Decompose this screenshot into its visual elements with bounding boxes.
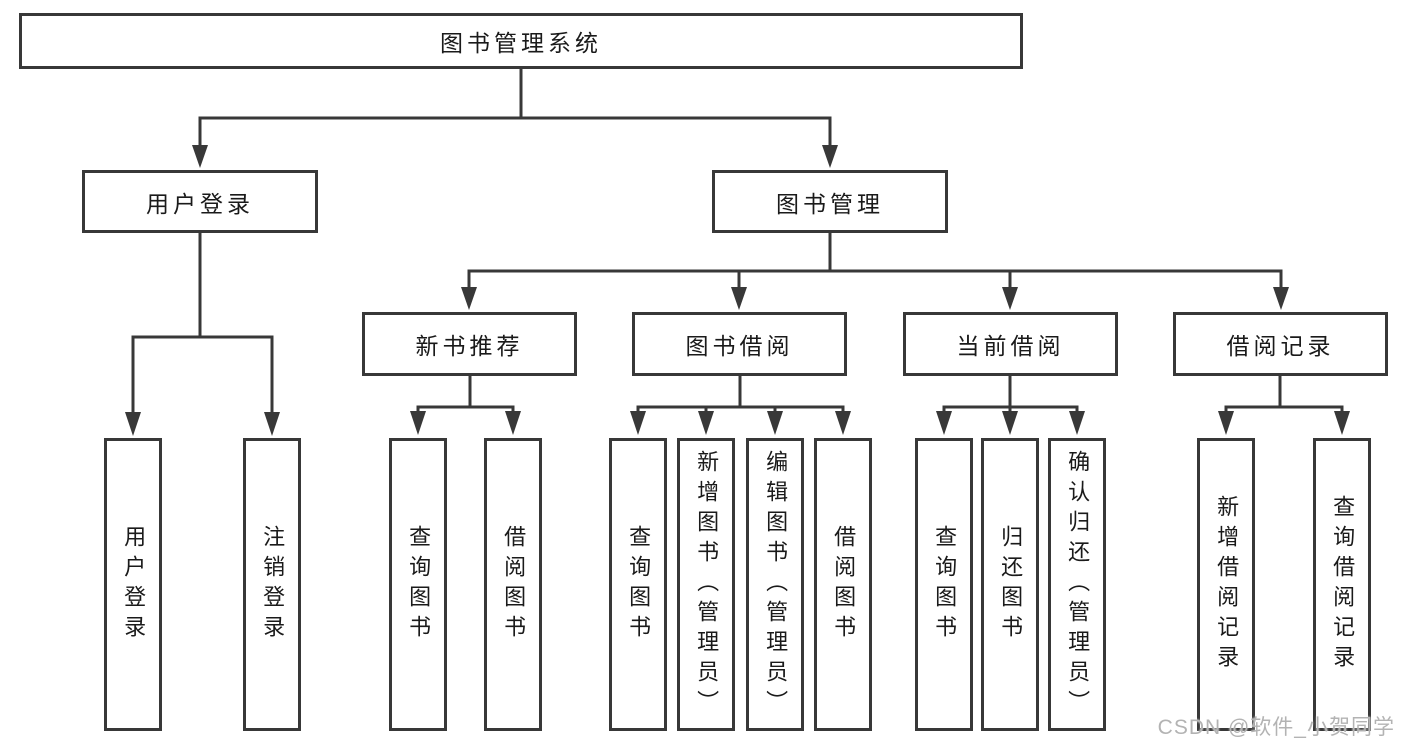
node-label: 图书管理系统	[440, 30, 602, 56]
leaf-add-borrow-record: 新增借阅记录	[1197, 438, 1255, 731]
leaf-borrow-books-recommend: 借阅图书	[484, 438, 542, 731]
node-label: 借阅记录	[1226, 333, 1335, 359]
leaf-query-books-recommend: 查询图书	[389, 438, 447, 731]
node-label: 新增借阅记录	[1214, 494, 1240, 675]
node-library-management-system: 图书管理系统	[19, 13, 1023, 69]
leaf-query-books-current: 查询图书	[915, 438, 973, 731]
connector-root-to-level2	[192, 69, 838, 168]
leaf-logout-login: 注销登录	[243, 438, 301, 731]
node-label: 图书管理	[776, 190, 884, 217]
node-label: 注销登录	[260, 524, 286, 645]
node-new-book-recommend: 新书推荐	[362, 312, 577, 376]
node-label: 用户登录	[146, 190, 254, 217]
node-label: 查询图书	[406, 524, 432, 645]
leaf-edit-book-admin: 编辑图书（管理员）	[746, 438, 804, 731]
node-label: 用户登录	[121, 524, 147, 645]
leaf-user-login: 用户登录	[104, 438, 162, 731]
node-borrowing-records: 借阅记录	[1173, 312, 1388, 376]
leaf-add-book-admin: 新增图书（管理员）	[677, 438, 735, 731]
leaf-query-borrow-record: 查询借阅记录	[1313, 438, 1371, 731]
node-label: 查询借阅记录	[1330, 494, 1356, 675]
node-label: 借阅图书	[831, 524, 857, 645]
node-current-borrowing: 当前借阅	[903, 312, 1118, 376]
connector-book-mgmt-to-level3	[461, 233, 1289, 310]
node-label: 新书推荐	[415, 333, 524, 359]
csdn-watermark: CSDN @软件_小贺同学	[1157, 716, 1395, 739]
node-label: 查询图书	[932, 524, 958, 645]
node-label: 确认归还（管理员）	[1065, 449, 1091, 720]
connector-new-books-to-children	[410, 376, 521, 435]
node-book-borrowing: 图书借阅	[632, 312, 847, 376]
node-label: 当前借阅	[956, 333, 1065, 359]
node-label: 图书借阅	[685, 333, 794, 359]
connector-user-login-to-children	[125, 233, 280, 436]
connector-records-to-children	[1218, 376, 1350, 435]
leaf-borrow-books: 借阅图书	[814, 438, 872, 731]
node-label: 归还图书	[998, 524, 1024, 645]
connector-book-borrow-to-children	[630, 376, 851, 435]
leaf-confirm-return-admin: 确认归还（管理员）	[1048, 438, 1106, 731]
node-book-management: 图书管理	[712, 170, 948, 233]
connector-current-borrow-to-children	[936, 376, 1085, 435]
node-label: 查询图书	[626, 524, 652, 645]
leaf-return-books: 归还图书	[981, 438, 1039, 731]
node-label: 借阅图书	[501, 524, 527, 645]
leaf-query-books-borrow: 查询图书	[609, 438, 667, 731]
node-user-login: 用户登录	[82, 170, 318, 233]
node-label: 新增图书（管理员）	[694, 449, 720, 720]
node-label: 编辑图书（管理员）	[763, 449, 789, 720]
